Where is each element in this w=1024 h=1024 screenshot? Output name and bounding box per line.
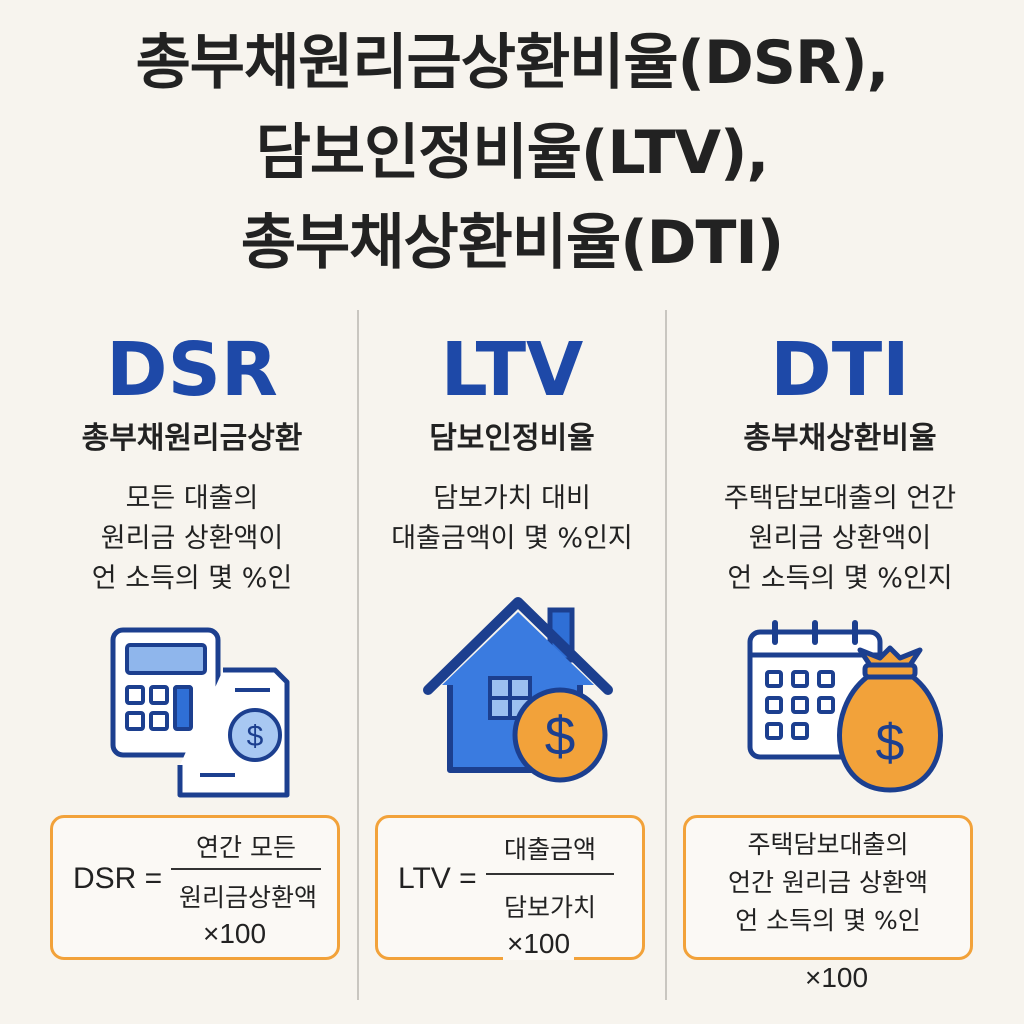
dsr-desc-line-1: 모든 대출의 [125,483,259,514]
house-dollar-icon: $ [423,597,613,783]
ltv-fraction-line [486,873,614,875]
svg-text:$: $ [876,714,905,772]
dti-desc-line-3: 언 소득의 몇 %인지 [727,563,953,594]
dti-column: DTI 총부채상환비율 주택담보대출의 언간 원리금 상환액이 언 소득의 몇 … [670,320,1010,599]
dti-abbr: DTI [770,327,910,413]
dti-formula-box: 주택담보대출의 언간 원리금 상환액 언 소득의 몇 %인 [683,815,973,960]
ltv-name: 담보인정비율 [429,421,595,456]
column-divider-2 [665,310,667,1000]
dsr-desc-line-2: 원리금 상환액이 [100,523,284,554]
calculator-document-icon: $ [110,627,290,798]
ltv-column: LTV 담보인정비율 담보가치 대비 대출금액이 몇 %인지 [342,320,682,559]
dsr-formula-numerator: 연간 모든 [196,833,296,862]
dsr-formula-box: DSR = 연간 모든 원리금상환액 ×100 [50,815,340,960]
dsr-description: 모든 대출의 원리금 상환액이 언 소득의 몇 %인 [22,479,362,599]
svg-text:$: $ [545,705,576,767]
dsr-formula-times: ×100 [203,918,267,949]
dsr-name: 총부채원리금상환 [81,421,303,456]
column-divider-1 [357,310,359,1000]
dti-desc-line-2: 원리금 상환액이 [748,523,932,554]
title-line-1: 총부채원리금상환비율(DSR), [135,28,890,98]
dti-name: 총부채상환비율 [743,421,937,456]
dsr-desc-line-3: 언 소득의 몇 %인 [91,563,293,594]
ltv-abbr: LTV [440,327,584,413]
dti-description: 주택담보대출의 언간 원리금 상환액이 언 소득의 몇 %인지 [670,479,1010,599]
dsr-column: DSR 총부채원리금상환 모든 대출의 원리금 상환액이 언 소득의 몇 %인 [22,320,362,599]
ltv-formula-lhs: LTV = [398,862,477,895]
dsr-abbr: DSR [106,327,278,413]
svg-text:$: $ [247,720,264,753]
dti-desc-line-1: 주택담보대출의 언간 [723,483,957,514]
ltv-formula-times: ×100 [503,928,575,960]
dti-formula-line-3: 언 소득의 몇 %인 [735,906,921,935]
title-line-2: 담보인정비율(LTV), [255,118,770,188]
dti-formula-times: ×100 [805,962,869,993]
title-line-3: 총부채상환비율(DTI) [240,208,784,278]
ltv-formula-numerator: 대출금액 [503,835,596,864]
ltv-formula-box: LTV = 대출금액 담보가치 ×100 [375,815,645,960]
dti-formula-line-2: 언간 원리금 상환액 [728,868,928,897]
ltv-formula-denominator: 담보가치 [503,893,596,922]
dsr-fraction-line [171,868,321,870]
page-title: 총부채원리금상환비율(DSR), 담보인정비율(LTV), 총부채상환비율(DT… [0,18,1024,288]
ltv-desc-line-1: 담보가치 대비 [433,483,591,514]
dti-formula-line-1: 주택담보대출의 [747,830,909,859]
dsr-formula-denominator: 원리금상환액 [178,883,317,912]
ltv-desc-line-2: 대출금액이 몇 %인지 [391,523,633,554]
dsr-formula-lhs: DSR = [73,862,163,895]
calendar-moneybag-icon: $ [747,620,943,793]
ltv-description: 담보가치 대비 대출금액이 몇 %인지 [342,479,682,559]
